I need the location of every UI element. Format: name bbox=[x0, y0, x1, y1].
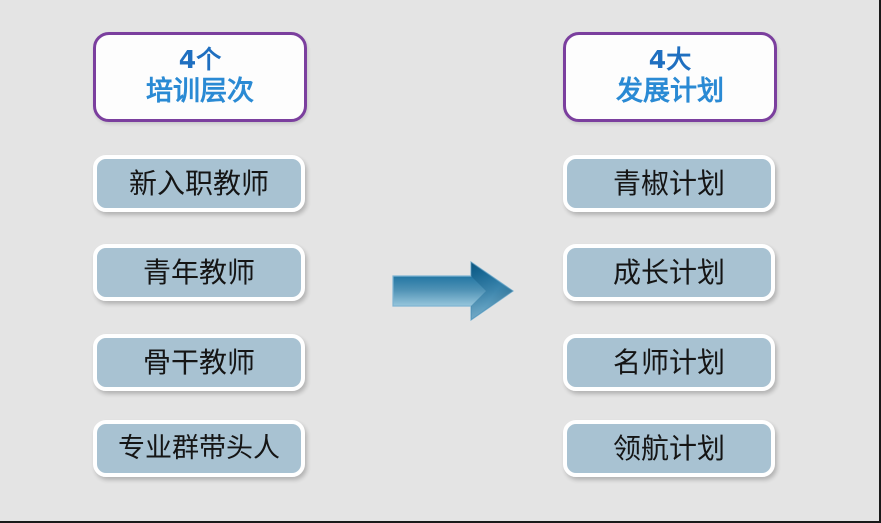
left-item-1[interactable]: 新入职教师 bbox=[93, 155, 305, 212]
left-item-3[interactable]: 骨干教师 bbox=[93, 334, 305, 391]
right-item-1-label: 青椒计划 bbox=[612, 166, 725, 200]
right-group-header: 4大 发展计划 bbox=[563, 32, 777, 122]
right-header-line1: 4大 bbox=[648, 45, 692, 75]
left-header-line2: 培训层次 bbox=[146, 75, 254, 107]
right-item-3-label: 名师计划 bbox=[612, 345, 725, 379]
left-item-4[interactable]: 专业群带头人 bbox=[93, 420, 305, 477]
right-item-2[interactable]: 成长计划 bbox=[563, 244, 775, 301]
left-header-line1: 4个 bbox=[178, 45, 222, 75]
left-group-header: 4个 培训层次 bbox=[93, 32, 307, 122]
left-item-2[interactable]: 青年教师 bbox=[93, 244, 305, 301]
right-item-1[interactable]: 青椒计划 bbox=[563, 155, 775, 212]
right-item-3[interactable]: 名师计划 bbox=[563, 334, 775, 391]
right-item-4-label: 领航计划 bbox=[612, 431, 725, 465]
left-item-3-label: 骨干教师 bbox=[142, 345, 255, 379]
left-item-2-label: 青年教师 bbox=[142, 255, 255, 289]
left-item-1-label: 新入职教师 bbox=[128, 166, 269, 200]
right-item-2-label: 成长计划 bbox=[612, 255, 725, 289]
left-item-4-label: 专业群带头人 bbox=[118, 433, 280, 464]
right-arrow-icon bbox=[391, 259, 515, 323]
right-item-4[interactable]: 领航计划 bbox=[563, 420, 775, 477]
right-header-line2: 发展计划 bbox=[616, 75, 724, 107]
